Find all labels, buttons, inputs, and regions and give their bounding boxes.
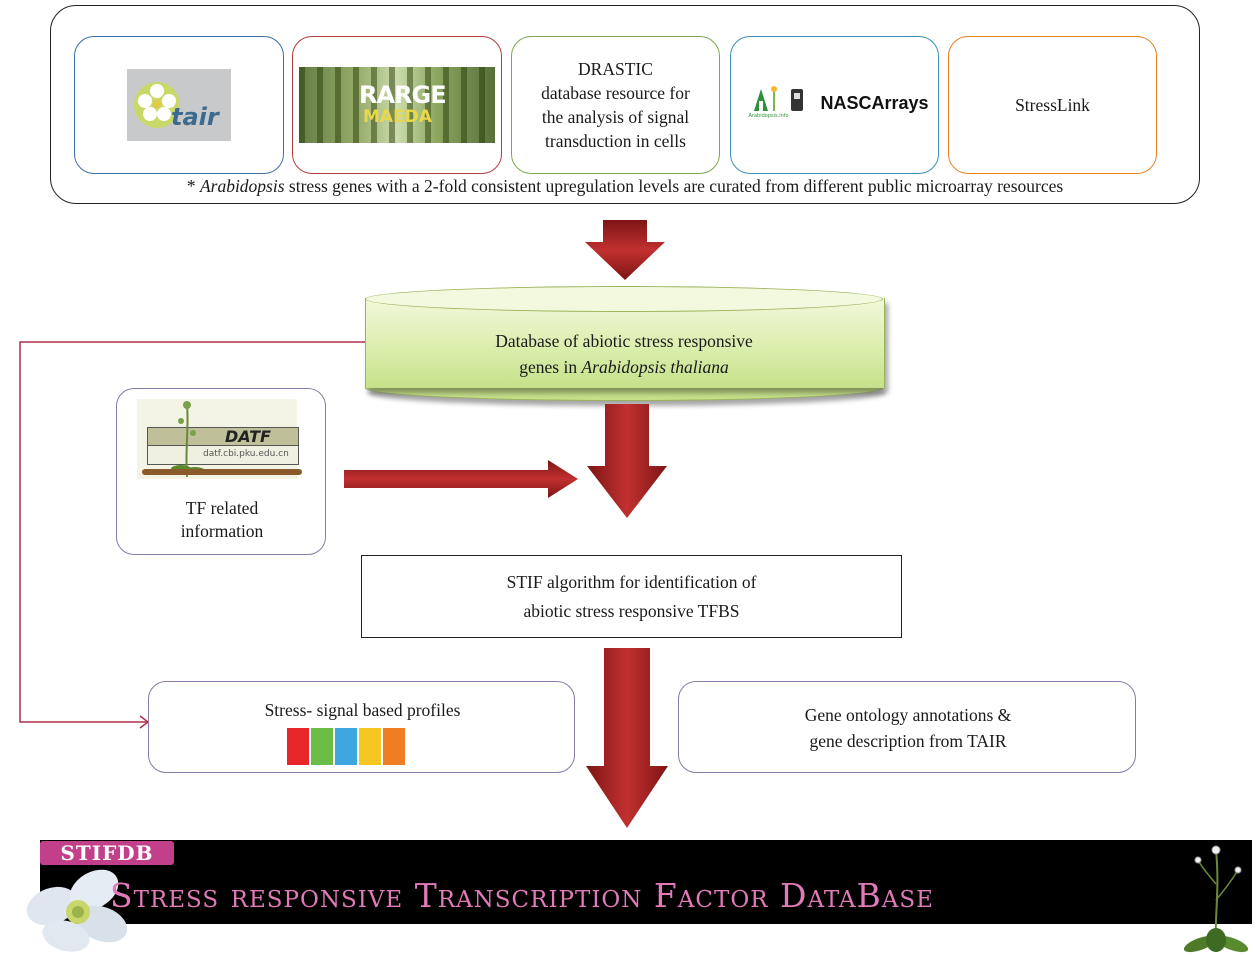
datf-url: datf.cbi.pku.edu.cn [203, 449, 289, 459]
plant-logo-icon [1183, 845, 1249, 953]
profile-swatches [286, 728, 406, 770]
rarge-source-box: RARGE MAEDA [292, 36, 502, 174]
maeda-logo-text: MAEDA [363, 107, 432, 127]
datf-logo: DATF datf.cbi.pku.edu.cn [137, 399, 302, 479]
down-arrow-2 [587, 404, 667, 518]
drastic-desc-line1: database resource for [541, 83, 690, 103]
stif-line2: abiotic stress responsive TFBS [523, 601, 740, 621]
database-line1: Database of abiotic stress responsive [495, 331, 753, 351]
stif-algorithm-box: STIF algorithm for identification of abi… [361, 555, 902, 638]
tair-source-box: tair [74, 36, 284, 174]
database-species: Arabidopsis thaliana [581, 357, 729, 377]
profile-swatch-3 [335, 728, 357, 765]
nasc-source-box: Arabidopsis.info NASCArrays [730, 36, 939, 174]
caption-text: stress genes with a 2-fold consistent up… [284, 176, 1064, 196]
plant-icon [171, 401, 205, 477]
database-cylinder-top [365, 286, 883, 312]
banner-background [40, 840, 1252, 924]
drastic-desc-line2: the analysis of signal [541, 107, 690, 127]
sources-caption: * Arabidopsis stress genes with a 2-fold… [60, 176, 1190, 197]
tair-logo-text: tair [171, 103, 219, 131]
stresslink-label: StressLink [1015, 94, 1090, 115]
database-line2: genes in Arabidopsis thaliana [519, 357, 729, 377]
source-resources-panel [50, 5, 1200, 204]
down-arrow-1 [585, 220, 665, 280]
flower-icon [134, 82, 180, 128]
profile-swatch-2 [311, 728, 333, 765]
profile-swatch-4 [359, 728, 381, 765]
drastic-desc-line3: transduction in cells [545, 131, 686, 151]
drastic-title: DRASTIC [578, 59, 653, 79]
datf-line1: TF related [185, 498, 259, 518]
rarge-logo: RARGE MAEDA [299, 67, 495, 143]
gene-ontology-line1: Gene ontology annotations & [804, 705, 1012, 725]
stresslink-source-box: StressLink [948, 36, 1157, 174]
datf-box: DATF datf.cbi.pku.edu.cn TF related info… [116, 388, 326, 555]
right-arrow [344, 460, 578, 498]
profiles-label: Stress- signal based profiles [264, 700, 461, 720]
datf-logo-text: DATF [225, 427, 271, 446]
gene-ontology-line2: gene description from TAIR [809, 731, 1007, 751]
nasc-small-text: Arabidopsis.info [748, 113, 789, 119]
nasc-icon [753, 86, 803, 111]
flower-logo-icon [26, 869, 128, 952]
stif-line1: STIF algorithm for identification of [506, 572, 757, 592]
profile-swatch-5 [383, 728, 405, 765]
nasc-label: NASCArrays [820, 93, 929, 113]
banner-title: Stress responsive Transcription Factor D… [110, 876, 934, 915]
stifdb-tag: STIFDB [40, 841, 174, 865]
caption-italic: Arabidopsis [199, 176, 285, 196]
datf-line2: information [180, 521, 264, 541]
gene-ontology-box: Gene ontology annotations & gene descrip… [678, 681, 1136, 773]
database-label: Database of abiotic stress responsive ge… [365, 328, 883, 380]
down-arrow-3 [586, 648, 668, 828]
tair-logo: tair [127, 69, 231, 141]
database-cylinder [365, 298, 885, 388]
stress-profiles-box: Stress- signal based profiles [148, 681, 575, 773]
nasc-logo: Arabidopsis.info NASCArrays [737, 75, 933, 135]
profile-swatch-1 [287, 728, 309, 765]
caption-star: * [186, 176, 200, 196]
rarge-logo-text: RARGE [359, 81, 447, 109]
drastic-source-box: DRASTIC database resource for the analys… [511, 36, 720, 174]
